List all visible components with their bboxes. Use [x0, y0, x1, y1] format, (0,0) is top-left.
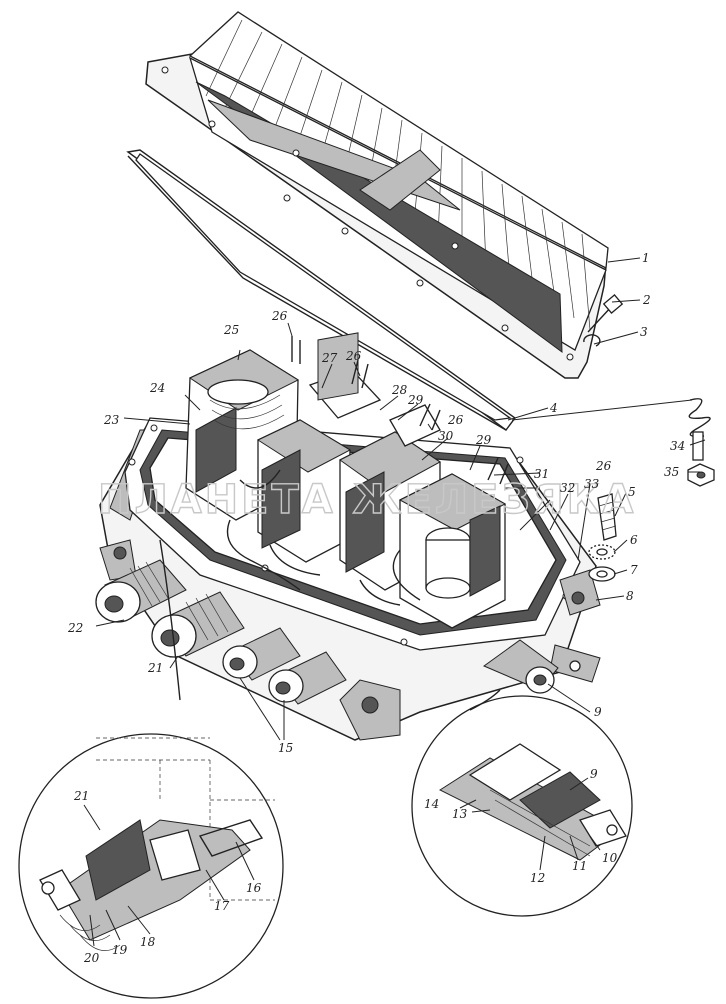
relay-right	[398, 457, 509, 629]
callout-22: 22	[67, 621, 83, 635]
callout-34: 34	[670, 439, 685, 453]
screw-2	[587, 293, 624, 333]
callouts: 1 2 3 4 5 6 7 8 9 9 10 11 12 13 14 15 16…	[67, 251, 685, 965]
callout-35: 35	[664, 465, 679, 479]
callout-3: 3	[640, 325, 648, 339]
callout-32: 32	[560, 481, 575, 495]
leader-lines	[83, 257, 706, 947]
callout-11: 11	[572, 859, 587, 873]
callout-33: 33	[584, 477, 600, 491]
connector-21	[151, 591, 245, 658]
callout-14: 14	[424, 797, 439, 811]
callout-28: 28	[391, 383, 408, 397]
connector-9	[482, 639, 559, 694]
callout-21-detail: 21	[73, 789, 89, 803]
callout-29-b: 29	[475, 433, 492, 447]
callout-9-detail: 9	[590, 767, 598, 781]
callout-16: 16	[246, 881, 262, 895]
spring-32	[688, 398, 711, 461]
detail-right	[411, 689, 633, 917]
callout-21: 21	[147, 661, 163, 675]
callout-8: 8	[626, 589, 634, 603]
callout-7: 7	[630, 563, 638, 577]
callout-25: 25	[223, 323, 239, 337]
callout-2: 2	[642, 293, 651, 307]
callout-23: 23	[103, 413, 120, 427]
callout-6: 6	[630, 533, 638, 547]
nut-35	[687, 463, 715, 487]
callout-10: 10	[602, 851, 618, 865]
washer-7	[588, 566, 616, 582]
callout-19: 19	[112, 943, 128, 957]
callout-12: 12	[530, 871, 545, 885]
watermark: ПЛАНЕТА ЖЕЛЕЗЯКА	[98, 477, 636, 523]
stud-5	[597, 493, 617, 541]
ring-3	[583, 334, 601, 347]
connectors-15	[222, 627, 347, 705]
callout-27: 27	[321, 351, 338, 365]
callout-26-c: 26	[447, 413, 464, 427]
callout-20: 20	[83, 951, 100, 965]
callout-26-a: 26	[271, 309, 288, 323]
callout-24: 24	[149, 381, 165, 395]
callout-13: 13	[452, 807, 468, 821]
callout-30: 30	[438, 429, 454, 443]
cover	[145, 11, 609, 379]
callout-9: 9	[594, 705, 602, 719]
callout-31: 31	[534, 467, 549, 481]
callout-26-d: 26	[595, 459, 612, 473]
callout-26-b: 26	[345, 349, 362, 363]
callout-29-a: 29	[407, 393, 424, 407]
callout-18: 18	[140, 935, 156, 949]
callout-17: 17	[214, 899, 230, 913]
callout-5: 5	[628, 485, 636, 499]
detail-left	[18, 539, 284, 999]
callout-4: 4	[549, 401, 558, 415]
callout-1: 1	[642, 251, 650, 265]
relay-mid-left	[256, 332, 382, 563]
washer-6	[588, 544, 616, 560]
callout-15: 15	[278, 741, 293, 755]
